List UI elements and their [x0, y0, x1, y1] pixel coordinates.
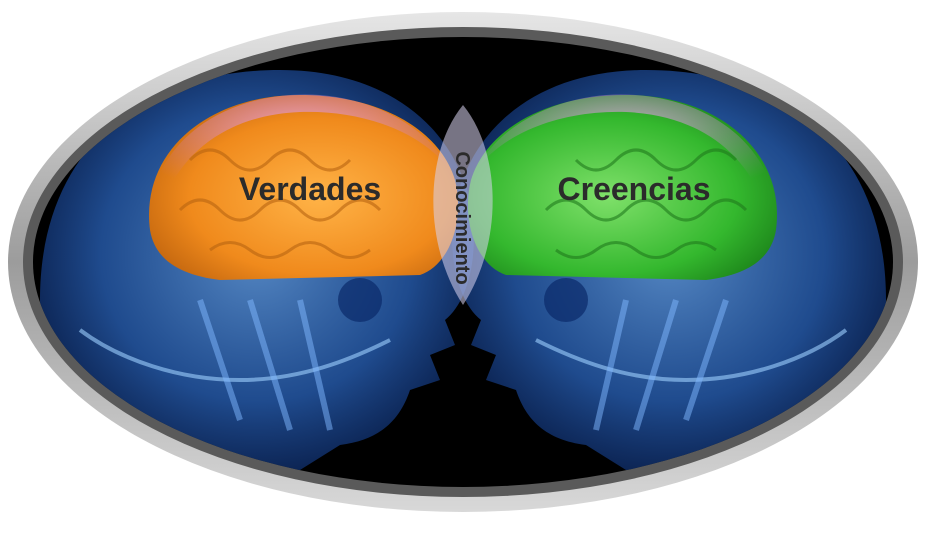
label-creencias: Creencias — [558, 171, 711, 207]
label-verdades: Verdades — [239, 171, 381, 207]
label-conocimiento: Conocimiento — [451, 151, 473, 284]
